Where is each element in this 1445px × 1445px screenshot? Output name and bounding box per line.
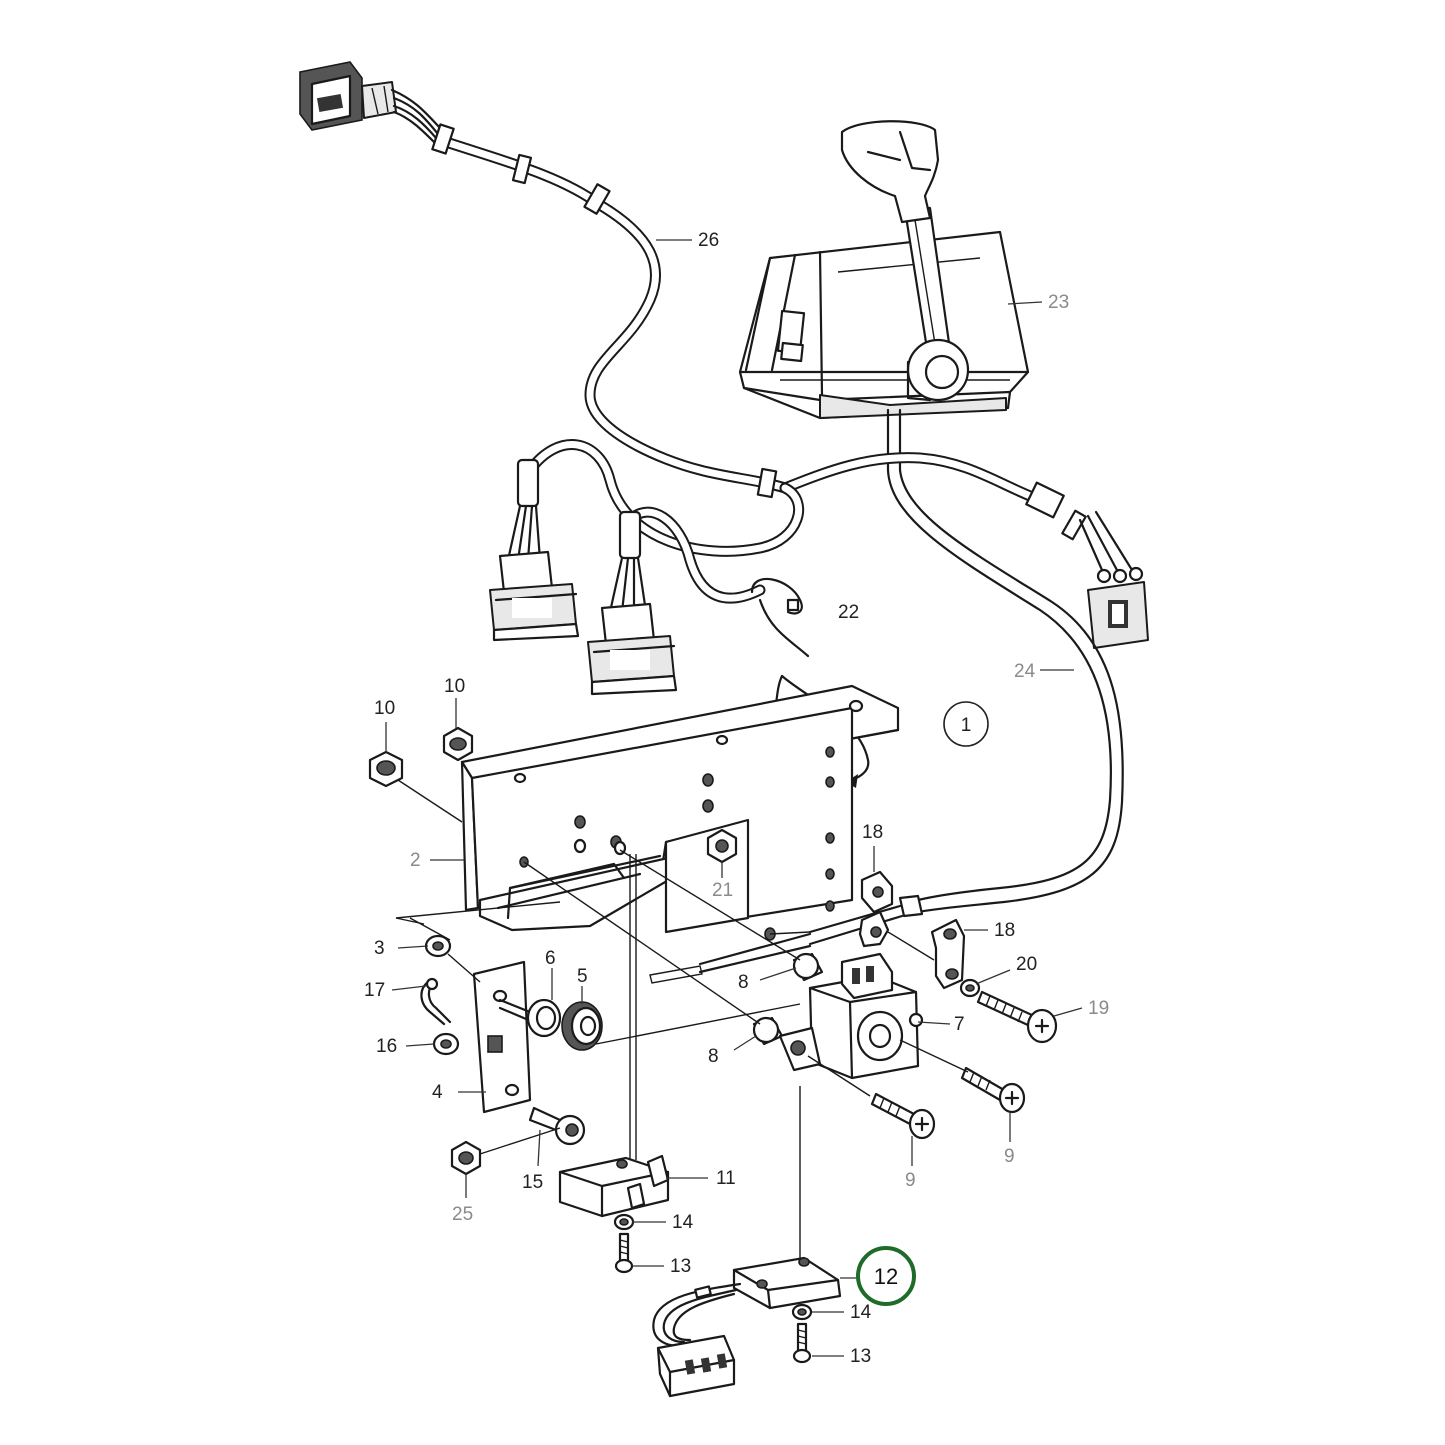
label-15: 15 (522, 1172, 543, 1193)
label-25: 25 (452, 1204, 473, 1225)
label-11: 11 (716, 1168, 736, 1189)
label-4: 4 (432, 1082, 443, 1103)
label-9-right: 9 (1004, 1146, 1015, 1167)
label-1: 1 (961, 715, 972, 736)
reference-circle-1: 1 (943, 701, 989, 747)
label-13-upper: 13 (670, 1256, 691, 1277)
part-18-clamp-upper (860, 870, 894, 914)
part-23-control-lever (738, 120, 1030, 472)
part-5-bushing (561, 1001, 603, 1051)
part-15-pin (528, 1106, 586, 1146)
label-22: 22 (838, 602, 859, 623)
part-2-bracket (395, 684, 900, 941)
part-19-screw (976, 990, 1058, 1044)
part-6-bushing (498, 998, 562, 1038)
label-20: 20 (1016, 954, 1037, 975)
part-22-harness (489, 439, 870, 810)
label-26: 26 (698, 230, 719, 251)
label-19: 19 (1088, 998, 1109, 1019)
part-8-spacer-lower (752, 1016, 784, 1046)
part-10-nut-left (368, 750, 404, 788)
part-14-washer-upper (613, 1213, 635, 1231)
label-12: 12 (874, 1264, 898, 1289)
label-2: 2 (410, 850, 421, 871)
part-16-washer (432, 1032, 460, 1056)
label-18-upper: 18 (862, 822, 883, 843)
label-17: 17 (364, 980, 385, 1001)
label-18-right: 18 (994, 920, 1015, 941)
part-20-washer (959, 978, 981, 998)
part-13-screw-lower (792, 1322, 812, 1364)
part-13-screw-upper (614, 1232, 634, 1274)
part-7-sensor (778, 952, 924, 1080)
assembly-lines (397, 779, 969, 1258)
label-14-upper: 14 (672, 1212, 694, 1233)
label-10-right: 10 (444, 676, 465, 697)
part-4-plate (472, 960, 532, 1114)
part-3-washer (424, 934, 452, 958)
highlight-ring (856, 1246, 916, 1306)
label-24: 24 (1014, 661, 1036, 682)
label-3: 3 (374, 938, 385, 959)
part-8-spacer-upper (792, 952, 824, 982)
label-5: 5 (577, 966, 588, 987)
part-17-cotter-pin (420, 977, 452, 1026)
highlighted-callout-12[interactable]: 12 (856, 1246, 916, 1306)
part-14-washer-lower (791, 1303, 813, 1321)
label-16: 16 (376, 1036, 397, 1057)
part-12-module (652, 1256, 842, 1398)
label-8-upper: 8 (738, 972, 749, 993)
part-9-screw-left (870, 1092, 936, 1140)
label-13-lower: 13 (850, 1346, 871, 1367)
part-10-nut-right (442, 726, 474, 762)
label-6: 6 (545, 948, 556, 969)
label-21: 21 (712, 880, 733, 901)
label-10-left: 10 (374, 698, 395, 719)
top-connector-block (299, 61, 397, 131)
part-11-microswitch (558, 1154, 670, 1218)
part-labels: 26 23 22 24 10 10 2 21 18 18 20 19 3 17 … (364, 230, 1109, 1367)
label-14-lower: 14 (850, 1302, 872, 1323)
label-9-left: 9 (905, 1170, 916, 1191)
label-23: 23 (1048, 292, 1069, 313)
part-25-nut (450, 1140, 482, 1176)
part-18-clamp-right (930, 918, 966, 990)
part-24-control-cable (649, 452, 1149, 984)
part-18-clamp-lower (858, 910, 890, 948)
label-8-lower: 8 (708, 1046, 719, 1067)
label-7: 7 (954, 1014, 965, 1035)
part-26-main-harness (299, 61, 791, 499)
part-9-screw-right (960, 1066, 1026, 1114)
